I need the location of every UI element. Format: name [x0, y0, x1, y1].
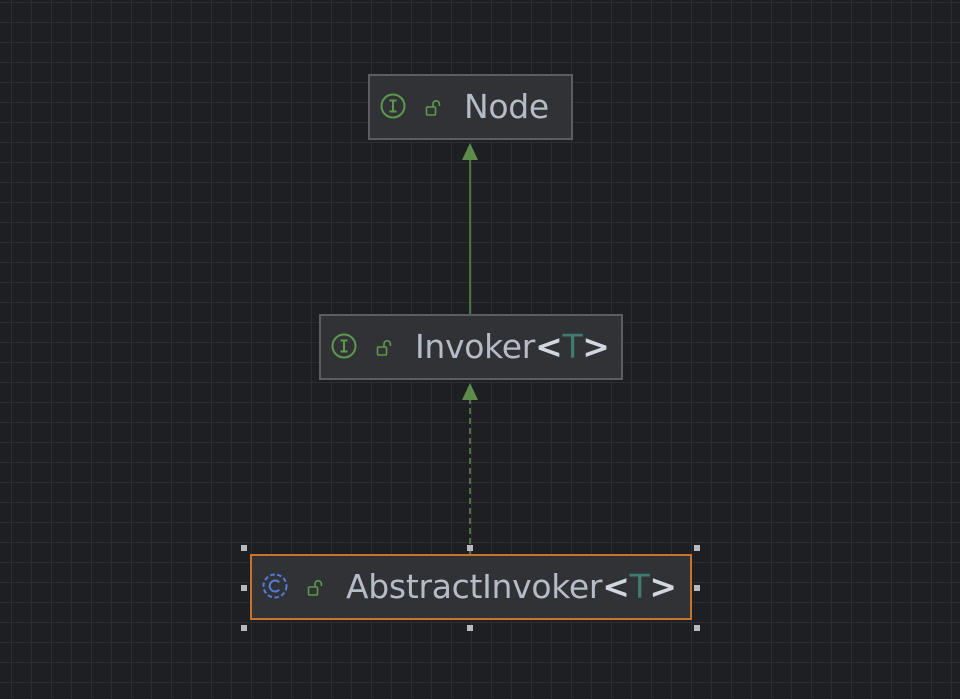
node-name: Node [464, 76, 549, 138]
edge-invoker-extends-node[interactable] [462, 143, 478, 314]
open-lock-icon [425, 100, 441, 116]
generic-close: > [649, 567, 677, 606]
resize-handle-top-center[interactable] [467, 545, 473, 551]
generic-open: < [535, 327, 563, 366]
resize-handle-bottom-left[interactable] [241, 625, 247, 631]
resize-handle-bottom-right[interactable] [694, 625, 700, 631]
abstract-class-icon [262, 573, 288, 599]
generic-open: < [602, 567, 630, 606]
resize-handle-top-right[interactable] [694, 545, 700, 551]
resize-handle-bottom-center[interactable] [467, 625, 473, 631]
edge-arrowhead [462, 383, 478, 400]
node-abstract-invoker[interactable]: AbstractInvoker<T> [250, 554, 692, 620]
resize-handle-top-left[interactable] [241, 545, 247, 551]
open-lock-icon [376, 340, 392, 356]
interface-icon [380, 93, 406, 119]
node-invoker[interactable]: Invoker<T> [319, 314, 623, 380]
class-name: Invoker [415, 327, 536, 366]
edge-arrowhead [462, 143, 478, 160]
resize-handle-middle-left[interactable] [241, 585, 247, 591]
interface-icon [331, 333, 357, 359]
class-name: AbstractInvoker [346, 567, 603, 606]
generic-close: > [582, 327, 610, 366]
class-name: Node [464, 87, 549, 126]
node-name: Invoker<T> [415, 316, 610, 378]
open-lock-icon [307, 580, 323, 596]
edge-abstractinvoker-implements-invoker[interactable] [462, 383, 478, 554]
node-name: AbstractInvoker<T> [346, 556, 677, 618]
type-parameter: T [629, 567, 650, 606]
resize-handle-middle-right[interactable] [694, 585, 700, 591]
type-parameter: T [562, 327, 583, 366]
node-node[interactable]: Node [368, 74, 573, 140]
